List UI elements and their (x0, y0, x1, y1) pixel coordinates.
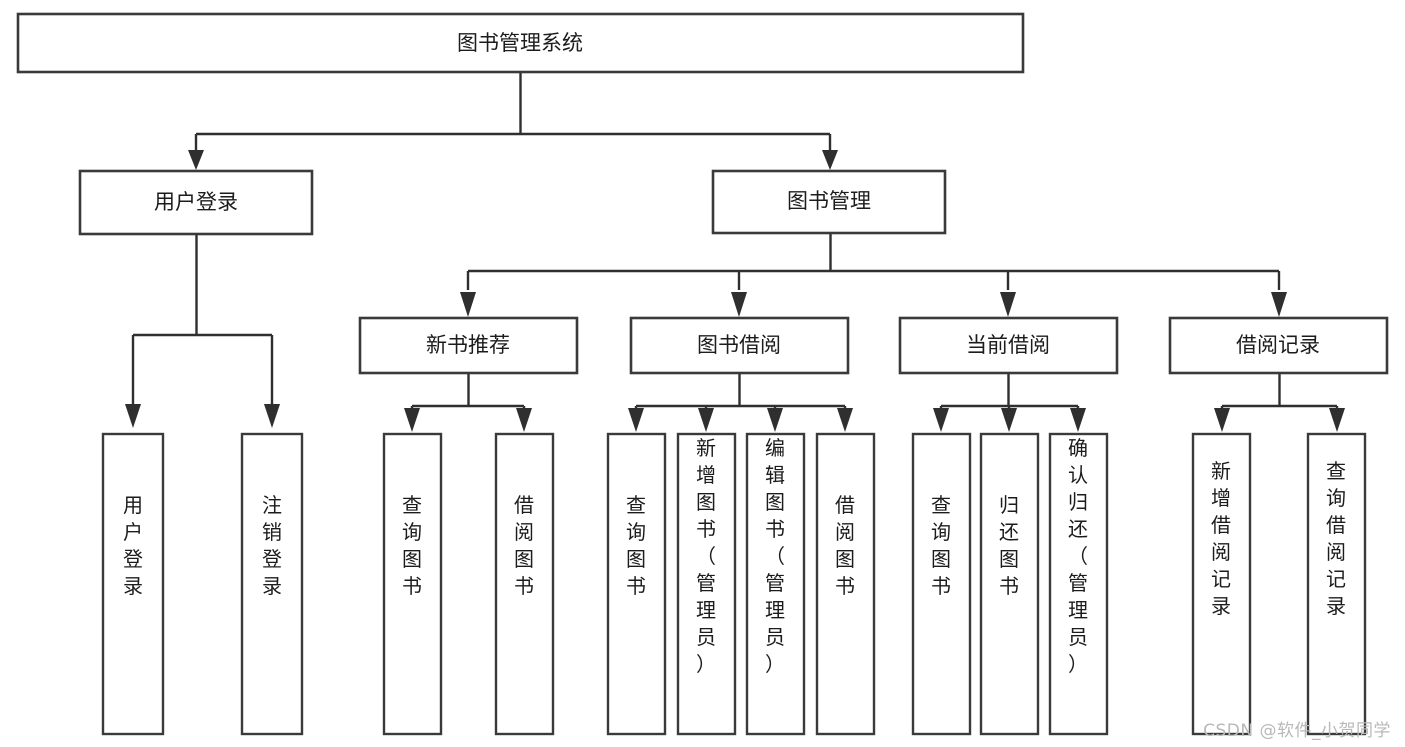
leaf-query-book-current-box[interactable] (911, 432, 972, 736)
leaf-query-borrow-record-box[interactable] (1306, 432, 1367, 736)
arrow-leaf-user-login (125, 404, 141, 428)
arrow-to-current (1000, 292, 1016, 317)
leaf-borrow-book-borrow-label: 借阅图书 (835, 493, 855, 598)
arrow-to-book-manage (822, 150, 838, 170)
node-new-book-recommend-box[interactable] (358, 316, 579, 375)
node-book-manage-label: 图书管理 (787, 189, 871, 213)
leaf-query-book-recommend-box[interactable] (382, 432, 443, 736)
arrow-leaf-confirm-return (1070, 408, 1086, 432)
leaf-confirm-return-label: 确认归还（管理员） (1068, 436, 1088, 676)
arrow-leaf-return-book (1001, 408, 1017, 432)
arrow-leaf-query-record (1329, 408, 1345, 432)
leaf-add-book-label: 新增图书（管理员） (696, 436, 716, 676)
arrow-to-borrow (731, 292, 747, 317)
node-borrow-record-label: 借阅记录 (1236, 333, 1320, 357)
leaf-edit-book[interactable]: 编辑图书（管理员） (745, 432, 806, 736)
csdn-watermark: CSDN @软件_小贺同学 (1203, 721, 1391, 741)
arrow-leaf-borrow-book-2 (837, 408, 853, 432)
leaf-query-book-recommend[interactable]: 查询图书 (382, 432, 443, 736)
leaf-add-borrow-record[interactable]: 新增借阅记录 (1191, 432, 1252, 736)
leaf-logout-label: 注销登录 (262, 493, 282, 598)
leaf-borrow-book-recommend-label: 借阅图书 (514, 493, 534, 598)
connector-layer (125, 73, 1345, 432)
node-current-borrow-box[interactable] (898, 316, 1119, 375)
leaf-confirm-return[interactable]: 确认归还（管理员） (1048, 432, 1109, 736)
leaf-query-borrow-record-label: 查询借阅记录 (1326, 459, 1346, 618)
node-book-borrow-box[interactable] (629, 316, 850, 375)
leaf-edit-book-box[interactable] (745, 432, 806, 736)
arrow-leaf-borrow-book-1 (516, 408, 532, 432)
node-new-book-recommend-label: 新书推荐 (426, 333, 510, 357)
leaf-borrow-book-recommend[interactable]: 借阅图书 (494, 432, 555, 736)
leaf-query-book-borrow[interactable]: 查询图书 (606, 432, 667, 736)
node-new-book-recommend[interactable]: 新书推荐 (358, 316, 579, 375)
leaf-borrow-book-recommend-box[interactable] (494, 432, 555, 736)
arrow-leaf-edit-book (767, 408, 783, 432)
arrow-leaf-add-book (698, 408, 714, 432)
leaf-user-login-label: 用户登录 (123, 493, 143, 598)
node-book-manage-box[interactable] (711, 169, 947, 235)
leaf-user-login[interactable]: 用户登录 (101, 432, 165, 736)
node-current-borrow-label: 当前借阅 (966, 333, 1050, 357)
leaf-logout[interactable]: 注销登录 (240, 432, 304, 736)
arrow-leaf-add-record (1214, 408, 1230, 432)
node-root[interactable]: 图书管理系统 (16, 12, 1025, 74)
leaf-add-borrow-record-box[interactable] (1191, 432, 1252, 736)
arrow-leaf-query-book-1 (404, 408, 420, 432)
node-root-box[interactable] (16, 12, 1025, 74)
leaf-add-borrow-record-label: 新增借阅记录 (1211, 459, 1231, 618)
leaf-query-book-current[interactable]: 查询图书 (911, 432, 972, 736)
leaf-query-borrow-record[interactable]: 查询借阅记录 (1306, 432, 1367, 736)
arrow-leaf-query-book-3 (933, 408, 949, 432)
arrow-to-user-login (188, 150, 204, 170)
leaf-query-book-current-label: 查询图书 (931, 493, 951, 598)
leaf-borrow-book-borrow[interactable]: 借阅图书 (815, 432, 876, 736)
leaf-return-book-box[interactable] (979, 432, 1040, 736)
node-user-login-label: 用户登录 (154, 190, 238, 214)
arrow-to-new-book (460, 292, 476, 317)
node-root-label: 图书管理系统 (457, 31, 583, 55)
node-book-manage[interactable]: 图书管理 (711, 169, 947, 235)
arrow-to-record (1271, 292, 1287, 317)
node-borrow-record[interactable]: 借阅记录 (1168, 316, 1389, 375)
leaf-borrow-book-borrow-box[interactable] (815, 432, 876, 736)
leaf-query-book-borrow-box[interactable] (606, 432, 667, 736)
leaf-confirm-return-box[interactable] (1048, 432, 1109, 736)
leaf-return-book[interactable]: 归还图书 (979, 432, 1040, 736)
leaf-edit-book-label: 编辑图书（管理员） (765, 436, 785, 676)
leaf-user-login-box[interactable] (101, 432, 165, 736)
node-book-borrow-label: 图书借阅 (697, 333, 781, 357)
node-borrow-record-box[interactable] (1168, 316, 1389, 375)
node-current-borrow[interactable]: 当前借阅 (898, 316, 1119, 375)
leaf-add-book[interactable]: 新增图书（管理员） (676, 432, 737, 736)
arrow-leaf-query-book-2 (628, 408, 644, 432)
node-user-login-box[interactable] (78, 169, 314, 236)
leaf-add-book-box[interactable] (676, 432, 737, 736)
leaf-query-book-recommend-label: 查询图书 (402, 493, 422, 598)
leaf-logout-box[interactable] (240, 432, 304, 736)
leaf-return-book-label: 归还图书 (999, 493, 1019, 598)
node-book-borrow[interactable]: 图书借阅 (629, 316, 850, 375)
leaf-query-book-borrow-label: 查询图书 (626, 493, 646, 598)
node-user-login[interactable]: 用户登录 (78, 169, 314, 236)
arrow-leaf-logout (264, 404, 280, 428)
